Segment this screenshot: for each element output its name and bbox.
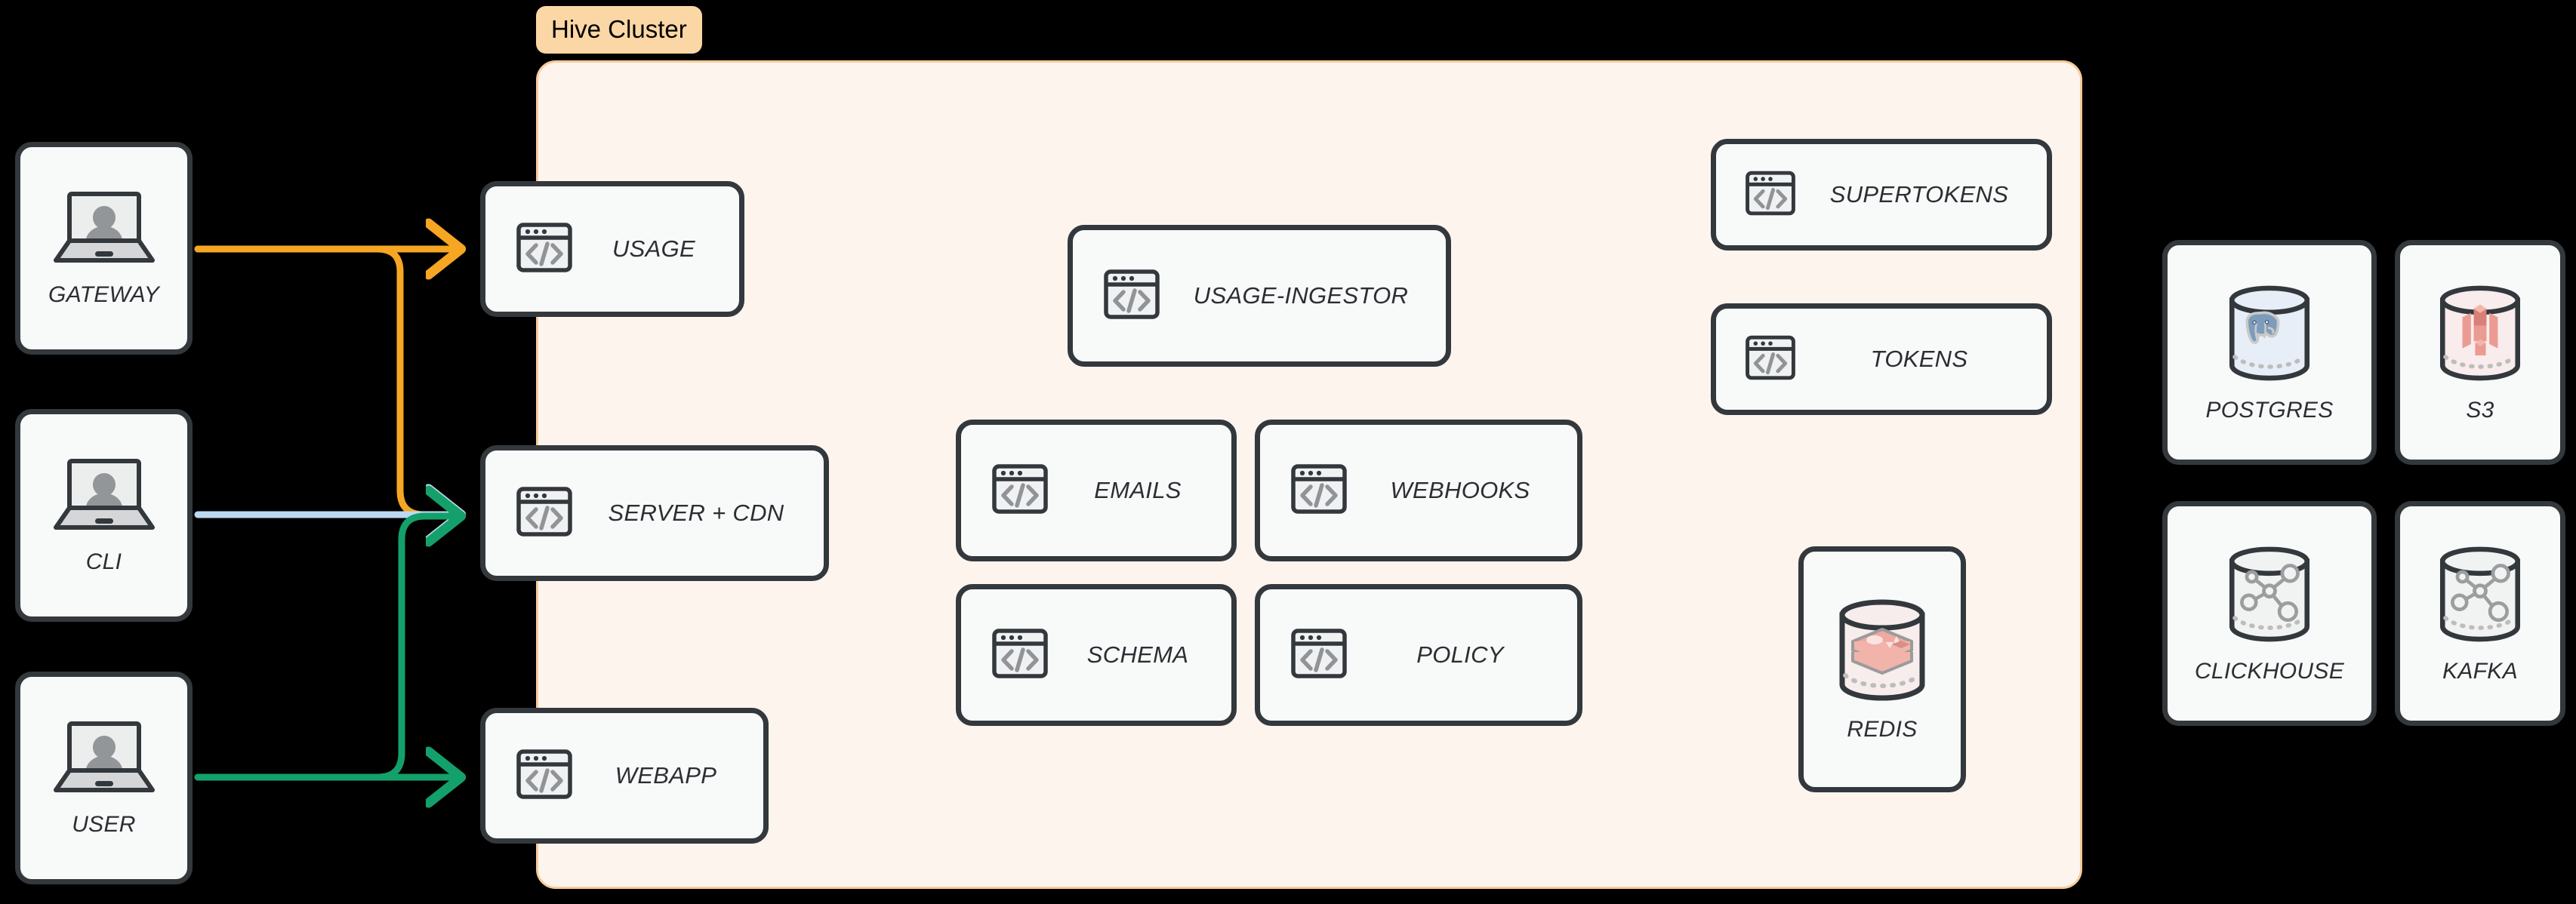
service-node-emails[interactable]: EMAILS (956, 420, 1237, 561)
network-cylinder-icon (2223, 543, 2316, 648)
laptop-user-icon (53, 719, 156, 801)
datastore-node-s3[interactable]: S3 (2395, 240, 2565, 465)
datastore-node-label: CLICKHOUSE (2194, 658, 2345, 684)
service-node-label: TOKENS (1870, 346, 1968, 372)
client-node-user[interactable]: USER (15, 672, 193, 884)
service-node-label: WEBHOOKS (1390, 477, 1530, 503)
service-node-label: WEBAPP (615, 762, 717, 789)
hive-cluster-badge: Hive Cluster (536, 6, 702, 54)
code-window-icon (516, 483, 573, 544)
datastore-node-label: POSTGRES (2205, 397, 2334, 423)
redis-cylinder-icon (1833, 597, 1931, 706)
datastore-node-label: S3 (2466, 397, 2494, 423)
service-node-label: EMAILS (1094, 477, 1182, 503)
datastore-node-postgres[interactable]: POSTGRES (2162, 240, 2377, 465)
service-node-usage[interactable]: USAGE (480, 181, 744, 317)
service-node-webhooks[interactable]: WEBHOOKS (1255, 420, 1582, 561)
code-window-icon (991, 625, 1049, 686)
client-node-label: USER (72, 811, 136, 837)
datastore-node-label: REDIS (1847, 716, 1918, 742)
service-node-label: SCHEMA (1086, 641, 1189, 668)
code-window-icon (1745, 332, 1796, 387)
code-window-icon (1745, 168, 1796, 223)
wire-user-to-server (194, 516, 453, 781)
service-node-schema[interactable]: SCHEMA (956, 584, 1237, 726)
datastore-node-clickhouse[interactable]: CLICKHOUSE (2162, 501, 2377, 726)
code-window-icon (516, 219, 573, 280)
client-node-label: GATEWAY (48, 281, 160, 307)
service-node-label: SUPERTOKENS (1829, 181, 2009, 208)
code-window-icon (516, 746, 573, 807)
datastore-node-redis[interactable]: REDIS (1798, 546, 1966, 792)
code-window-icon (1290, 460, 1348, 521)
service-node-label: POLICY (1416, 641, 1504, 668)
postgres-cylinder-icon (2223, 282, 2316, 387)
laptop-user-icon (53, 457, 156, 539)
s3-cylinder-icon (2434, 282, 2526, 387)
network-cylinder-icon (2434, 543, 2526, 648)
code-window-icon (1103, 266, 1160, 327)
datastore-node-kafka[interactable]: KAFKA (2395, 501, 2565, 726)
service-node-server-cdn[interactable]: SERVER + CDN (480, 445, 829, 581)
code-window-icon (1290, 625, 1348, 686)
client-node-cli[interactable]: CLI (15, 409, 193, 622)
service-node-webapp[interactable]: WEBAPP (480, 708, 769, 844)
code-window-icon (991, 460, 1049, 521)
service-node-label: SERVER + CDN (608, 500, 784, 526)
laptop-user-icon (53, 189, 156, 272)
service-node-policy[interactable]: POLICY (1255, 584, 1582, 726)
service-node-tokens[interactable]: TOKENS (1711, 303, 2052, 415)
service-node-usage-ingestor[interactable]: USAGE-INGESTOR (1068, 225, 1451, 367)
service-node-supertokens[interactable]: SUPERTOKENS (1711, 139, 2052, 251)
datastore-node-label: KAFKA (2442, 658, 2518, 684)
client-node-gateway[interactable]: GATEWAY (15, 142, 193, 355)
client-node-label: CLI (85, 549, 122, 574)
service-node-label: USAGE-INGESTOR (1193, 282, 1409, 309)
service-node-label: USAGE (612, 235, 696, 262)
wire-gateway-to-server (194, 245, 453, 515)
